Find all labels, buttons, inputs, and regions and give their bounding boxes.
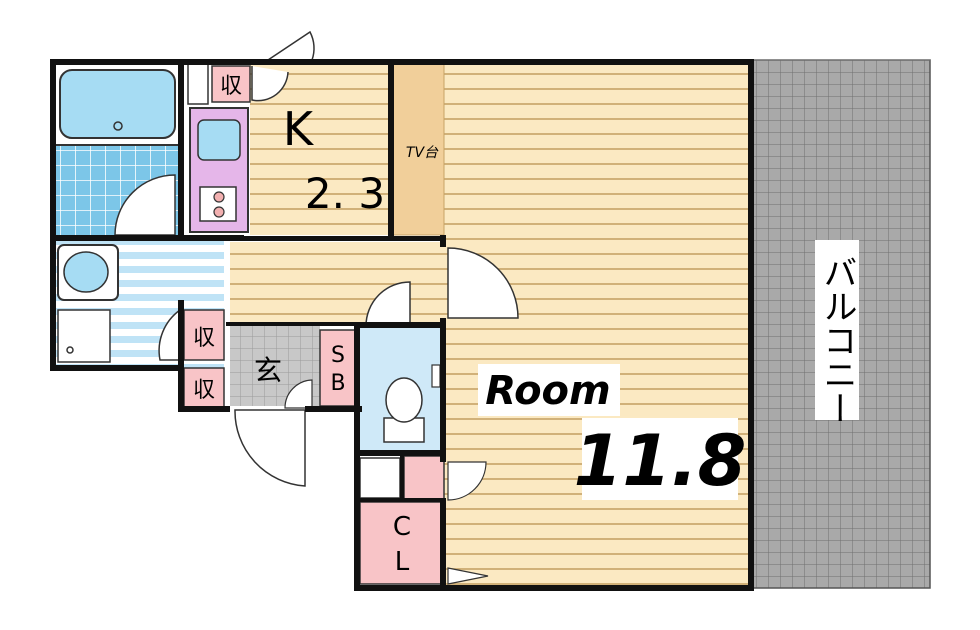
washer-pan <box>57 309 111 363</box>
tv-stand-label: TV台 <box>406 145 439 161</box>
balcony-label: バルコニー <box>817 255 857 425</box>
room-size-bg <box>582 418 738 500</box>
bathtub <box>59 69 176 139</box>
kitchen-door-swing <box>251 66 289 102</box>
shoe-box-label-b: B <box>330 371 345 396</box>
room-label-bg <box>478 364 620 416</box>
storage-top: 収 <box>187 63 251 105</box>
washroom <box>54 240 224 368</box>
main-room-floor <box>444 63 750 588</box>
shoe-box-label-s: S <box>331 343 345 368</box>
tv-stand <box>391 62 445 236</box>
closet-label-l: L <box>395 547 410 577</box>
shoe-box: S B <box>319 329 357 407</box>
hallway-floor <box>230 242 444 322</box>
storage-top-label: 収 <box>220 74 242 99</box>
top-door-swing <box>267 30 315 61</box>
entrance-door-swing <box>234 409 306 487</box>
kitchen-label: K <box>283 102 315 156</box>
toilet-room <box>360 281 441 450</box>
kitchen-sink <box>197 119 241 161</box>
toilet-bowl <box>385 377 423 423</box>
walls <box>50 59 754 591</box>
bathroom <box>54 63 180 236</box>
kitchen-size-label: 2. 3 <box>305 169 385 218</box>
balcony-label-bg <box>815 240 859 420</box>
storage-low-label: 収 <box>193 378 215 403</box>
kitchen-counter <box>189 107 249 233</box>
entrance: 収 収 玄 <box>183 309 320 487</box>
storage-mid-label: 収 <box>193 326 215 351</box>
closet: C L <box>359 455 489 585</box>
entrance-label: 玄 <box>254 354 282 387</box>
room-label: Room <box>485 368 610 414</box>
room-size-label: 11.8 <box>574 420 747 502</box>
room-door-swing <box>447 247 519 319</box>
closet-label-c: C <box>393 512 411 542</box>
